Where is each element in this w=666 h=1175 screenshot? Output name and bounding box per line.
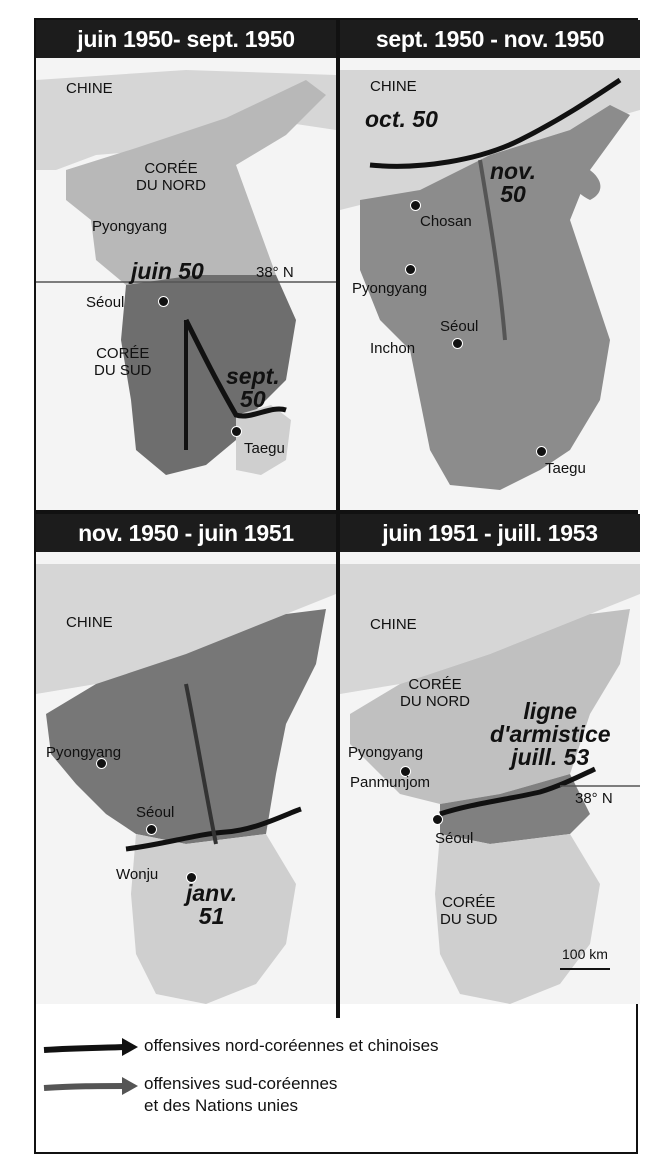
label-scale: 100 km	[562, 946, 608, 962]
label-panmunjom: Panmunjom	[350, 774, 431, 791]
city-dot-seoul	[146, 824, 157, 835]
legend-item-south-un-line2: et des Nations unies	[144, 1096, 299, 1115]
korea-map-3	[36, 564, 336, 1004]
label-seoul: Séoul	[136, 804, 175, 821]
city-dot-wonju	[186, 872, 197, 883]
label-china: CHINE	[370, 616, 417, 633]
label-pyongyang: Pyongyang	[46, 744, 122, 761]
label-china: CHINE	[66, 80, 113, 97]
city-dot-seoul	[158, 296, 169, 307]
panel-1951-jun-1953-jul: juin 1951 - juill. 1953 CHINE CORÉE DU N…	[340, 514, 640, 1004]
korea-map-4	[340, 564, 640, 1004]
legend-arrows	[43, 1038, 138, 1095]
label-china: CHINE	[66, 614, 113, 631]
label-north-korea: CORÉE DU NORD	[136, 160, 206, 194]
city-dot-chosan	[410, 200, 421, 211]
label-china: CHINE	[370, 78, 417, 95]
label-inchon: Inchon	[370, 340, 416, 357]
label-pyongyang: Pyongyang	[348, 744, 424, 761]
city-dot-seoul	[432, 814, 443, 825]
map-figure: juin 1950- sept. 1950 CHINE CORÉE DU NOR…	[34, 18, 640, 1154]
label-pyongyang: Pyongyang	[352, 280, 428, 297]
label-chosan: Chosan	[420, 213, 472, 230]
label-38-parallel: 38° N	[256, 264, 294, 281]
city-dot-taegu	[231, 426, 242, 437]
panel-title: juin 1950- sept. 1950	[36, 20, 336, 58]
legend-item-south-un-line1: offensives sud-coréennes	[144, 1074, 338, 1093]
vertical-divider	[336, 20, 340, 1018]
panel-title: nov. 1950 - juin 1951	[36, 514, 336, 552]
label-pyongyang: Pyongyang	[92, 218, 168, 235]
label-38-parallel: 38° N	[575, 790, 613, 807]
panel-1950-nov-1951-jun: nov. 1950 - juin 1951 CHINE Pyongyang Sé…	[36, 514, 336, 1004]
legend-item-north-chinese: offensives nord-coréennes et chinoises	[144, 1036, 439, 1055]
city-dot-pyongyang	[405, 264, 416, 275]
city-dot-pyongyang	[400, 766, 411, 777]
label-taegu: Taegu	[244, 440, 285, 457]
label-sept-50: sept. 50	[226, 363, 280, 412]
label-nov-50: nov. 50	[490, 158, 537, 207]
label-south-korea: CORÉE DU SUD	[440, 894, 498, 928]
label-taegu: Taegu	[545, 460, 586, 477]
label-north-korea: CORÉE DU NORD	[400, 676, 470, 710]
label-seoul: Séoul	[435, 830, 474, 847]
korea-map-1	[36, 58, 336, 510]
label-janv-51: janv. 51	[186, 880, 238, 929]
label-seoul: Séoul	[440, 318, 479, 335]
panel-1950-sep-nov: sept. 1950 - nov. 1950 CHINE oct. 50 nov…	[340, 20, 640, 510]
panel-title: juin 1951 - juill. 1953	[340, 514, 640, 552]
label-juin-50: juin 50	[131, 258, 204, 284]
city-dot-seoul	[452, 338, 463, 349]
label-seoul: Séoul	[86, 294, 125, 311]
city-dot-pyongyang	[96, 758, 107, 769]
korea-map-2	[340, 70, 640, 490]
map-legend: offensives nord-coréennes et chinoises o…	[36, 1020, 636, 1150]
panel-1950-jun-sep: juin 1950- sept. 1950 CHINE CORÉE DU NOR…	[36, 20, 336, 510]
label-oct-50: oct. 50	[365, 106, 438, 132]
label-ligne-armistice: ligne d'armistice juill. 53	[490, 698, 611, 770]
panel-title: sept. 1950 - nov. 1950	[340, 20, 640, 58]
label-south-korea: CORÉE DU SUD	[94, 345, 152, 379]
city-dot-taegu	[536, 446, 547, 457]
label-wonju: Wonju	[116, 866, 159, 883]
horizontal-divider	[36, 510, 636, 514]
